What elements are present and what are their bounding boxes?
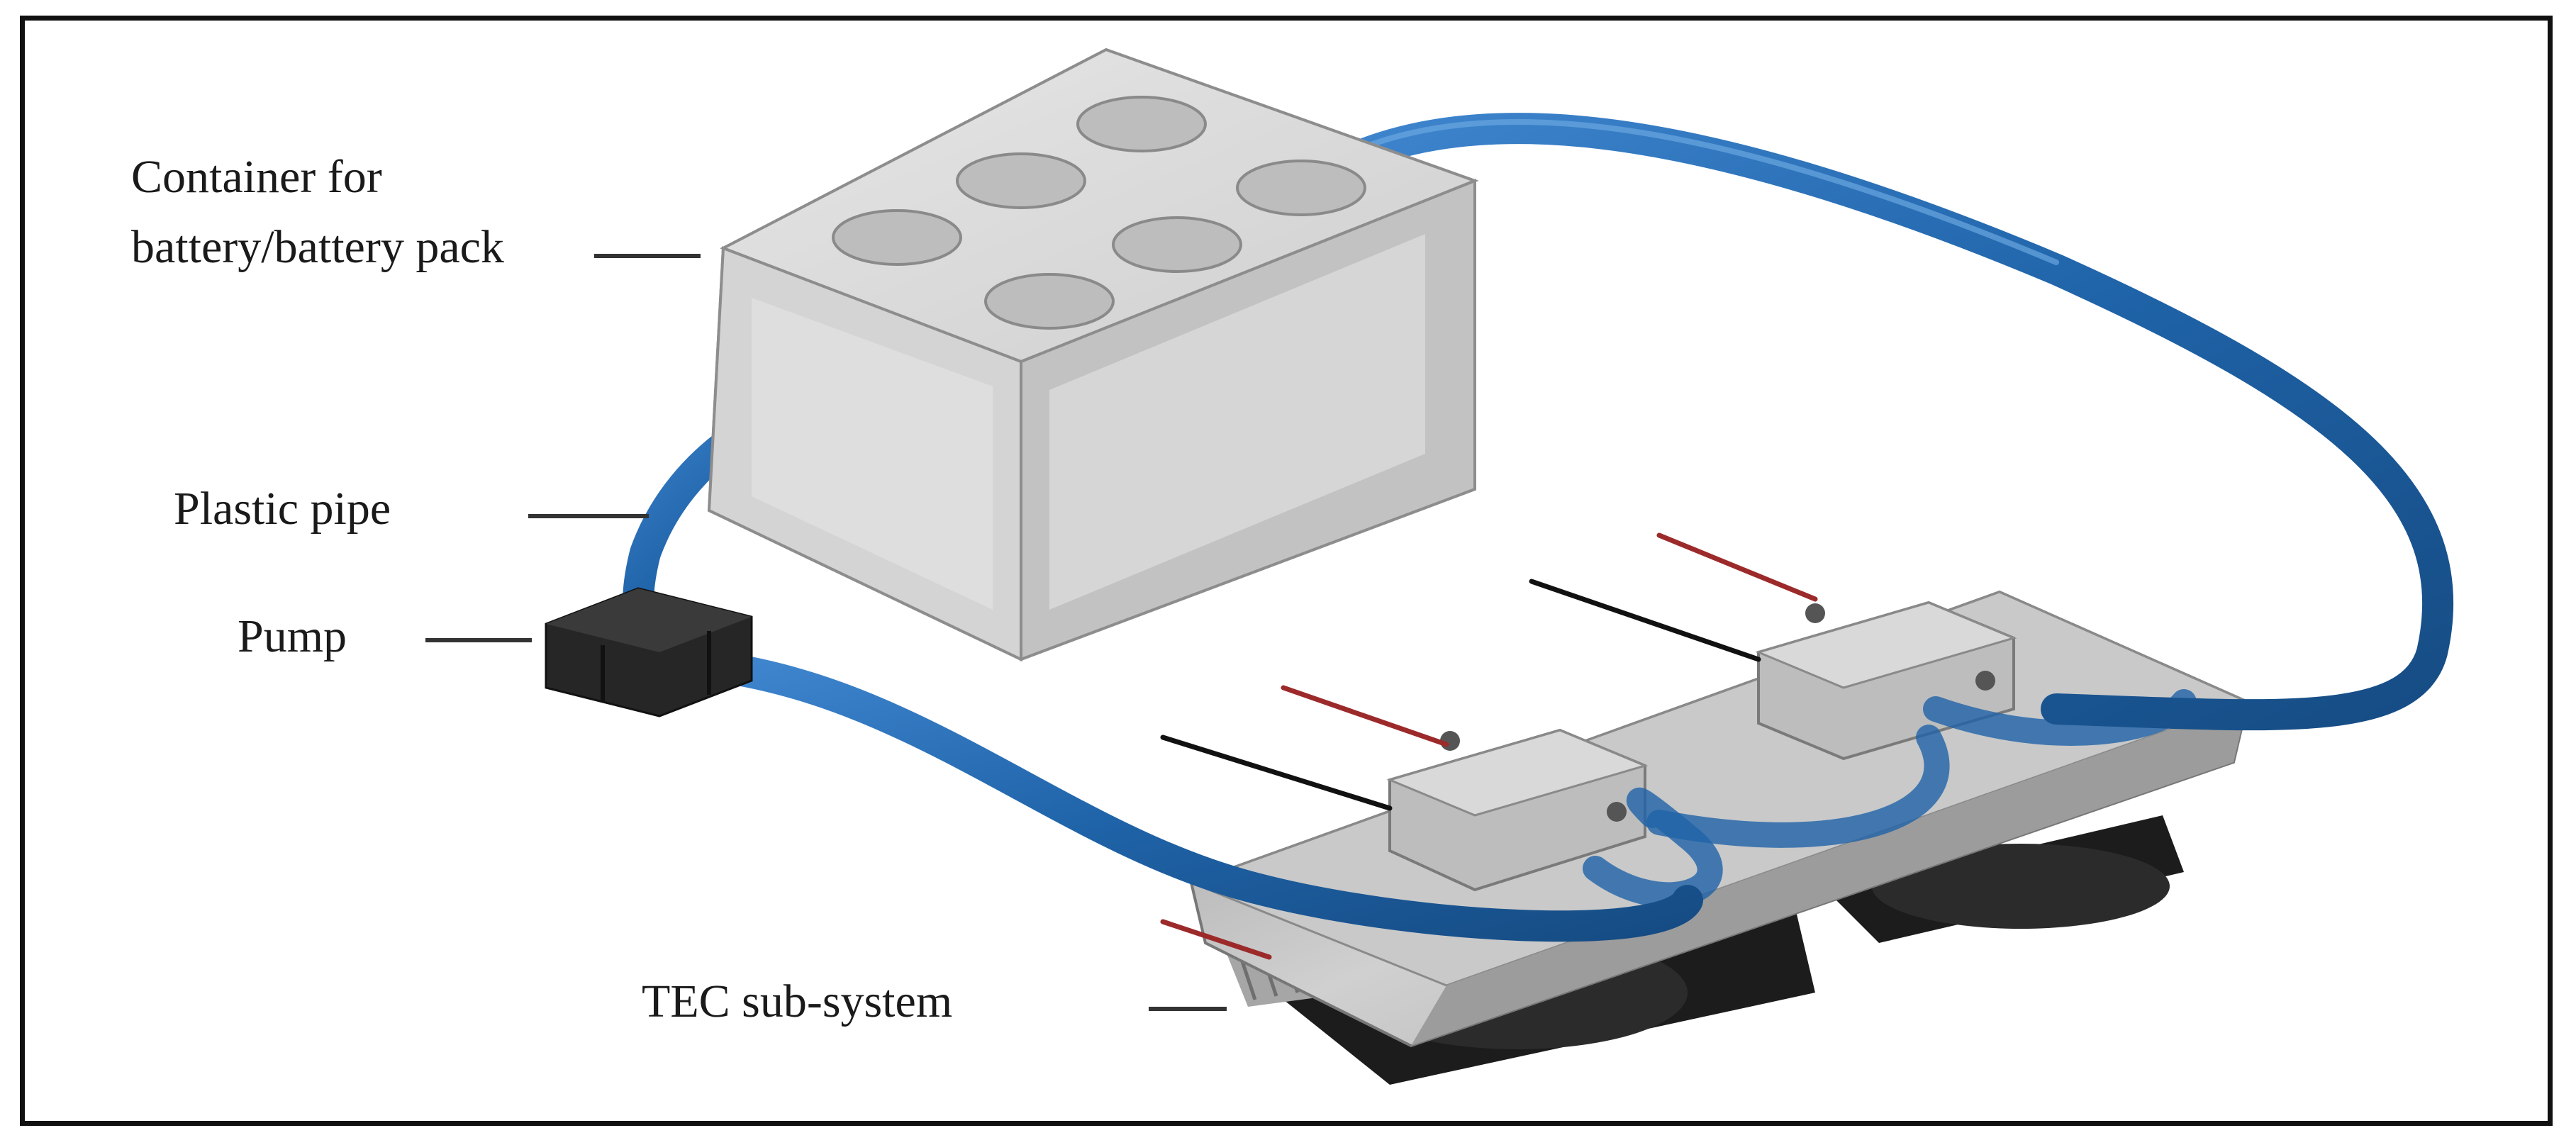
battery-container [707, 48, 1479, 662]
tec-module-left [1386, 728, 1649, 892]
label-container: Container for battery/battery pack [131, 151, 504, 273]
plastic-pipe-supply [701, 651, 1703, 942]
label-tec-subsystem: TEC sub-system [642, 976, 953, 1027]
label-plastic-pipe: Plastic pipe [174, 483, 391, 535]
fan-right [1829, 815, 2184, 943]
leader-tec-subsystem [1149, 1007, 1227, 1011]
battery-holes [832, 96, 1366, 330]
pump [545, 587, 753, 717]
tec-subsystem [1160, 532, 2251, 1085]
label-pump: Pump [238, 610, 347, 662]
leader-pump [425, 638, 532, 642]
plastic-pipe-return [1289, 113, 2454, 731]
tec-wires [1160, 532, 1818, 960]
leader-plastic-pipe [528, 514, 649, 518]
leader-container [594, 254, 701, 258]
